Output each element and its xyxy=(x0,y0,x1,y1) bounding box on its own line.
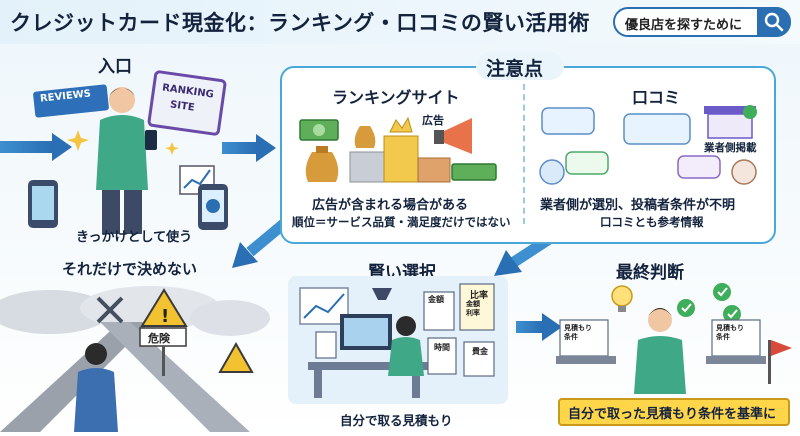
entrance-caption: きっかけとして使う xyxy=(76,230,193,245)
svg-text:!: ! xyxy=(161,306,169,327)
notice-title-bg xyxy=(476,52,564,80)
quote-tray-right xyxy=(706,319,766,364)
crossroads xyxy=(0,322,250,432)
person-back-figure xyxy=(74,343,118,432)
ad-label: 広告 xyxy=(422,114,444,127)
reviews-sign xyxy=(33,84,109,118)
person-figure xyxy=(96,87,157,234)
phone-left-icon xyxy=(28,180,58,228)
reviews-title: 口コミ xyxy=(632,88,681,107)
danger-title: それだけで決めない xyxy=(62,260,198,278)
close-icon xyxy=(96,296,124,324)
megaphone-icon xyxy=(434,118,472,154)
arrow-smart-to-final xyxy=(516,313,562,341)
page-title: クレジットカード現金化：ランキング・口コミの賢い活用術 xyxy=(10,11,590,35)
final-banner-text: 自分で取った見積もり条件を基準に xyxy=(568,407,777,422)
desk xyxy=(308,362,428,398)
person-working-figure xyxy=(388,316,424,376)
search-input-text: 優良店を探すために xyxy=(625,18,743,33)
chat-bubble-icon xyxy=(541,107,721,179)
final-banner xyxy=(558,398,790,426)
search-input[interactable]: 優良店を探すために xyxy=(613,7,791,37)
doc-ratio-label: 比率 xyxy=(470,291,489,301)
final-illustration xyxy=(556,283,792,394)
search-button[interactable] xyxy=(757,7,791,37)
search-icon xyxy=(764,12,784,32)
money-bill-icon xyxy=(299,119,339,141)
quote-tray-left xyxy=(556,319,616,364)
doc-time-label: 時間 xyxy=(434,343,450,352)
reviews-illustration xyxy=(539,105,757,185)
user-avatar-icon xyxy=(539,159,757,185)
doc-fee-label: 費金 xyxy=(472,347,488,356)
arrow-left-in xyxy=(0,133,72,161)
arrow-notice-to-danger xyxy=(232,217,290,268)
doc-amount-ratio-label: 金額 利率 xyxy=(466,300,480,317)
cash-stack-icon xyxy=(451,163,497,181)
reviews-caption: 業者側が選別、投稿者条件が不明 xyxy=(540,198,736,213)
lightbulb-icon xyxy=(611,285,633,312)
ranking-caption: 広告が含まれる場合がある xyxy=(312,198,469,213)
warning-small-icon xyxy=(218,341,254,373)
phone-right-icon xyxy=(198,184,228,230)
fog-cloud xyxy=(0,286,270,336)
person-presenting-figure xyxy=(634,308,686,394)
ranking-site-title: ランキングサイト xyxy=(332,88,460,107)
check-icon xyxy=(677,283,741,323)
quote-right-label: 見積もり 条件 xyxy=(716,324,744,341)
danger-sign-label: 危険 xyxy=(148,332,170,345)
arrow-entrance-to-notice xyxy=(222,134,276,162)
podium-illustration xyxy=(299,116,497,183)
computer-monitor-icon xyxy=(340,314,392,350)
sparkle-icon xyxy=(67,130,179,155)
smart-illustration xyxy=(288,276,508,404)
smart-caption: 自分で取る見積もり xyxy=(340,413,453,428)
warning-sign-icon: ! xyxy=(139,288,188,376)
reviews-note: 口コミとも参考情報 xyxy=(600,215,704,229)
quote-left-label: 見積もり 条件 xyxy=(564,324,592,341)
flag-icon xyxy=(768,340,792,384)
notice-title: 注意点 xyxy=(486,58,544,80)
money-bag-icon xyxy=(305,126,376,182)
business-posted-label: 業者側掲載 xyxy=(704,142,757,154)
ranking-sign xyxy=(147,70,227,136)
desk-lamp-icon xyxy=(372,288,392,300)
final-title: 最終判断 xyxy=(616,263,684,283)
notice-divider xyxy=(523,84,525,224)
podium-icon xyxy=(349,116,451,183)
danger-illustration: ! xyxy=(0,286,270,432)
entrance-illustration xyxy=(28,70,228,234)
ranking-note: 順位＝サービス品質・満足度だけではない xyxy=(292,215,511,229)
entrance-title: 入口 xyxy=(98,57,132,77)
storefront-icon xyxy=(704,105,757,139)
document-icon xyxy=(315,283,495,377)
doc-amount-label: 金額 xyxy=(428,295,444,304)
